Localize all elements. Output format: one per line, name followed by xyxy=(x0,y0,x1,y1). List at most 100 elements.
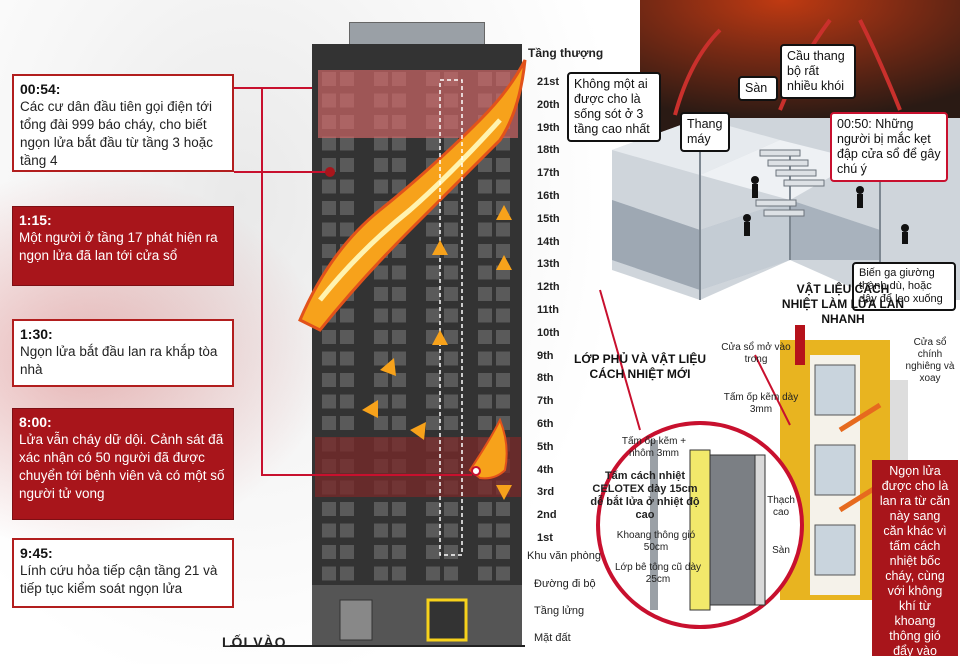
floor-label: 20th xyxy=(537,98,560,111)
people-silhouettes xyxy=(743,176,909,244)
window xyxy=(444,244,458,258)
callout-floor: Sàn xyxy=(738,76,778,101)
window xyxy=(374,179,388,194)
window xyxy=(374,545,388,559)
window xyxy=(340,136,354,151)
level-offices: Khu văn phòng xyxy=(527,550,602,562)
window xyxy=(444,351,458,366)
window xyxy=(340,179,354,194)
timeline-0115: 1:15: Một người ở tầng 17 phát hiện ra n… xyxy=(12,206,234,286)
timeline-text: Các cư dân đầu tiên gọi điện tới tổng đà… xyxy=(20,99,213,168)
floor-label: 19th xyxy=(537,121,560,134)
window xyxy=(426,222,440,237)
window xyxy=(444,330,458,344)
window xyxy=(340,373,354,387)
timeline-0130: 1:30: Ngọn lửa bắt đầu lan ra khắp tòa n… xyxy=(12,319,234,387)
window xyxy=(340,502,354,516)
entrance-label: LỐI VÀO xyxy=(222,634,287,650)
window xyxy=(392,545,406,559)
timeline-connectors xyxy=(234,87,472,476)
label-celotex: Tấm cách nhiệt CELOTEX dày 15cm dễ bắt l… xyxy=(590,470,700,521)
window xyxy=(374,502,388,516)
label-concrete: Lớp bê tông cũ dày 25cm xyxy=(614,562,702,585)
window xyxy=(444,523,458,538)
elevator-shaft xyxy=(439,79,463,556)
window xyxy=(426,351,440,366)
timeline-time: 00:54: xyxy=(20,81,61,97)
window xyxy=(478,308,492,323)
window xyxy=(426,287,440,301)
window xyxy=(322,394,336,409)
window xyxy=(478,373,492,387)
window xyxy=(478,201,492,215)
window xyxy=(478,179,492,194)
floor-label: 1st xyxy=(537,532,553,544)
window xyxy=(322,201,336,215)
window xyxy=(478,222,492,237)
window xyxy=(392,416,406,430)
window xyxy=(392,158,406,172)
window xyxy=(374,136,388,151)
window xyxy=(426,545,440,559)
label-zinc-panel: Tấm ốp kẽm dày 3mm xyxy=(723,392,799,415)
window xyxy=(392,136,406,151)
window xyxy=(444,566,458,581)
level-ground: Mặt đất xyxy=(534,632,571,644)
cladding-title: LỚP PHỦ VÀ VẬT LIỆU CÁCH NHIỆT MỚI xyxy=(573,352,707,381)
floor-label: 9th xyxy=(537,349,554,362)
floor-label: 16th xyxy=(537,190,560,202)
callout-elevator: Thang máy xyxy=(680,112,730,152)
floor-label: 21st xyxy=(537,76,560,88)
window xyxy=(478,351,492,366)
window xyxy=(392,244,406,258)
window xyxy=(392,351,406,366)
window xyxy=(496,158,510,172)
timeline-text: Lửa vẫn cháy dữ dội. Cảnh sát đã xác nhậ… xyxy=(19,432,225,501)
floor-label: 15th xyxy=(537,212,560,225)
timeline-0800: 8:00: Lửa vẫn cháy dữ dội. Cảnh sát đã x… xyxy=(12,408,234,520)
window xyxy=(340,158,354,172)
window xyxy=(444,287,458,301)
flame-origin xyxy=(468,417,508,480)
label-window-open: Cửa sổ mở vào trong xyxy=(721,342,791,365)
floor-label: 10th xyxy=(537,326,560,339)
stairs-drawing xyxy=(755,149,825,217)
floor-label: 3rd xyxy=(537,486,555,499)
window xyxy=(444,502,458,516)
window xyxy=(322,566,336,581)
window xyxy=(340,416,354,430)
floor-label: 13th xyxy=(537,258,560,271)
window xyxy=(426,265,440,280)
window xyxy=(496,244,510,258)
floor-label: 17th xyxy=(537,167,560,180)
floor-label: 7th xyxy=(537,395,554,408)
window xyxy=(496,545,510,559)
level-walkway: Đường đi bộ xyxy=(534,578,596,590)
window xyxy=(496,351,510,366)
window xyxy=(322,330,336,344)
window xyxy=(392,265,406,280)
window xyxy=(478,416,492,430)
timeline-time: 9:45: xyxy=(20,545,53,561)
window xyxy=(322,179,336,194)
window xyxy=(444,545,458,559)
level-mezzanine: Tầng lửng xyxy=(534,605,585,617)
window xyxy=(496,308,510,323)
timeline-time: 1:15: xyxy=(19,212,52,228)
entrance-door xyxy=(426,598,468,642)
callout-windows-0050: 00:50: Những người bị mắc kẹt đập cửa sổ… xyxy=(830,112,948,182)
callout-bedsheets: Biến ga giường thành dù, hoặc dây để leo… xyxy=(852,262,956,311)
window xyxy=(478,244,492,258)
window xyxy=(426,136,440,151)
window xyxy=(392,523,406,538)
timeline-time: 8:00: xyxy=(19,414,52,430)
window xyxy=(496,287,510,301)
floor-label: 6th xyxy=(537,418,554,430)
window xyxy=(496,566,510,581)
timeline-text: Lính cứu hỏa tiếp cận tầng 21 và tiếp tụ… xyxy=(20,563,218,596)
timeline-text: Ngọn lửa bắt đầu lan ra khắp tòa nhà xyxy=(20,344,218,377)
window xyxy=(478,158,492,172)
window xyxy=(496,523,510,538)
window xyxy=(322,222,336,237)
